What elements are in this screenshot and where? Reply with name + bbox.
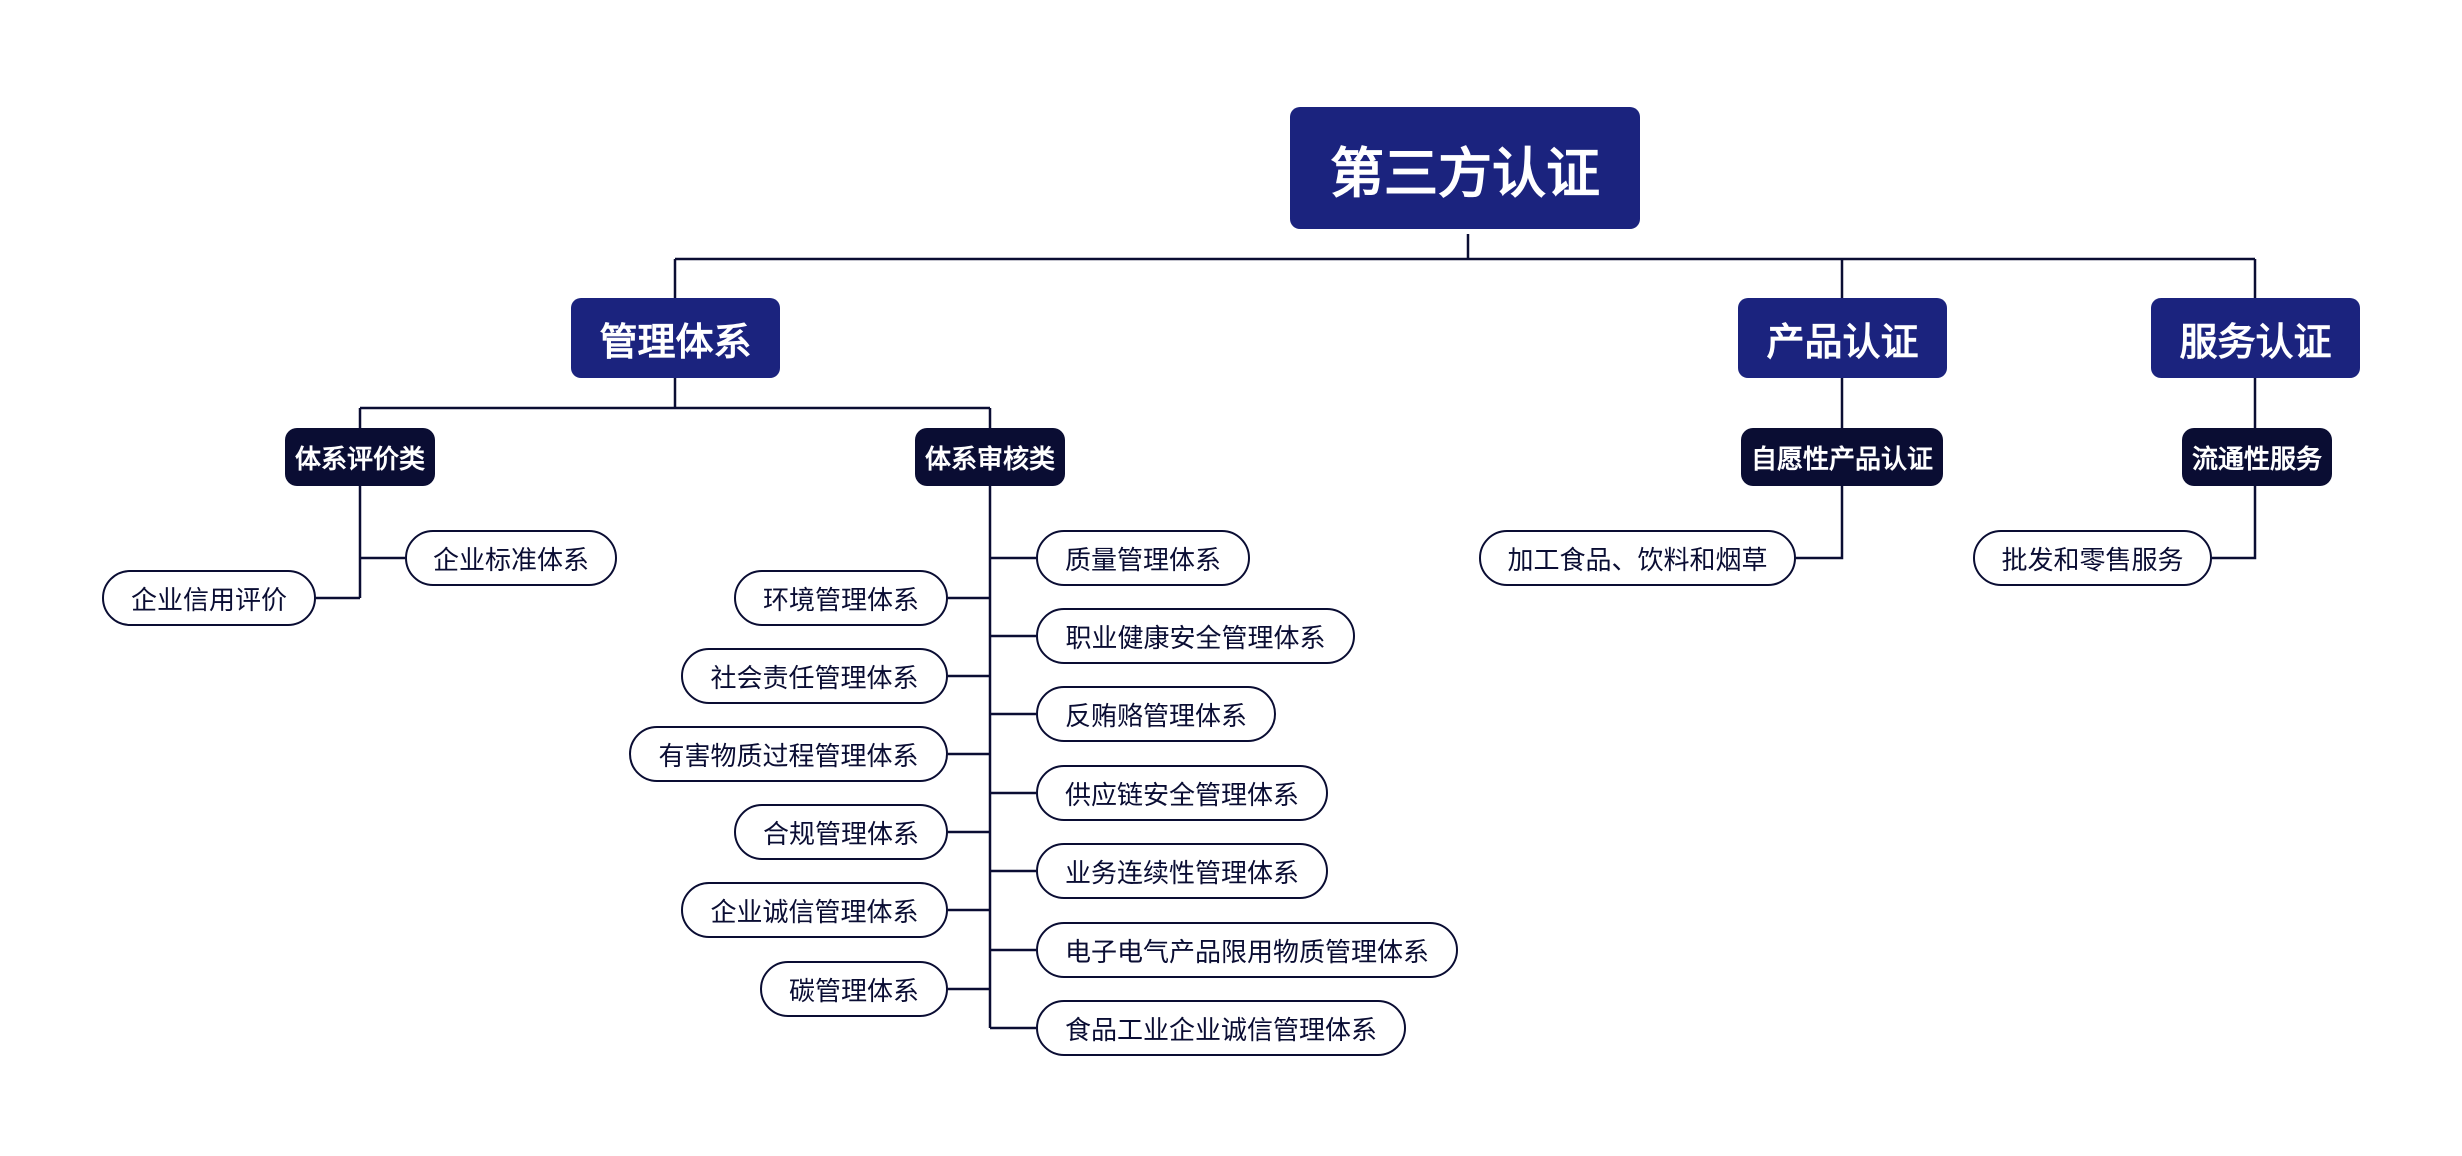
leaf-enterprise-integrity[interactable]: 企业诚信管理体系	[681, 882, 948, 938]
service-certification-node[interactable]: 服务认证	[2151, 298, 2360, 378]
leaf-processed-food[interactable]: 加工食品、饮料和烟草	[1479, 530, 1796, 586]
leaf-wholesale-retail[interactable]: 批发和零售服务	[1973, 530, 2212, 586]
leaf-environment[interactable]: 环境管理体系	[734, 570, 948, 626]
evaluation-category-node[interactable]: 体系评价类	[285, 428, 435, 486]
connector-root-bus	[673, 234, 2257, 298]
connector-audit-right	[990, 556, 1036, 1030]
leaf-compliance[interactable]: 合规管理体系	[734, 804, 948, 860]
audit-category-node[interactable]: 体系审核类	[915, 428, 1065, 486]
leaf-carbon[interactable]: 碳管理体系	[760, 961, 948, 1017]
leaf-business-continuity[interactable]: 业务连续性管理体系	[1036, 843, 1328, 899]
leaf-food-industry-integrity[interactable]: 食品工业企业诚信管理体系	[1036, 1000, 1406, 1056]
connector-evaluation-branch	[316, 486, 405, 600]
voluntary-product-node[interactable]: 自愿性产品认证	[1741, 428, 1943, 486]
connector-audit-left	[948, 596, 990, 991]
leaf-hazardous-substance[interactable]: 有害物质过程管理体系	[629, 726, 948, 782]
leaf-social-responsibility[interactable]: 社会责任管理体系	[681, 648, 948, 704]
leaf-occupational-health[interactable]: 职业健康安全管理体系	[1036, 608, 1355, 664]
leaf-quality[interactable]: 质量管理体系	[1036, 530, 1250, 586]
root-node[interactable]: 第三方认证	[1290, 107, 1640, 229]
circulation-service-node[interactable]: 流通性服务	[2182, 428, 2332, 486]
leaf-supply-chain-security[interactable]: 供应链安全管理体系	[1036, 765, 1328, 821]
leaf-anti-bribery[interactable]: 反贿赂管理体系	[1036, 686, 1276, 742]
management-node[interactable]: 管理体系	[571, 298, 780, 378]
connector-product-branch	[1796, 378, 1844, 560]
leaf-enterprise-credit[interactable]: 企业信用评价	[102, 570, 316, 626]
product-certification-node[interactable]: 产品认证	[1738, 298, 1947, 378]
leaf-enterprise-standard[interactable]: 企业标准体系	[405, 530, 617, 586]
connector-service-branch	[2212, 378, 2257, 560]
leaf-restricted-substances[interactable]: 电子电气产品限用物质管理体系	[1036, 922, 1458, 978]
connector-management-bus	[358, 378, 992, 428]
